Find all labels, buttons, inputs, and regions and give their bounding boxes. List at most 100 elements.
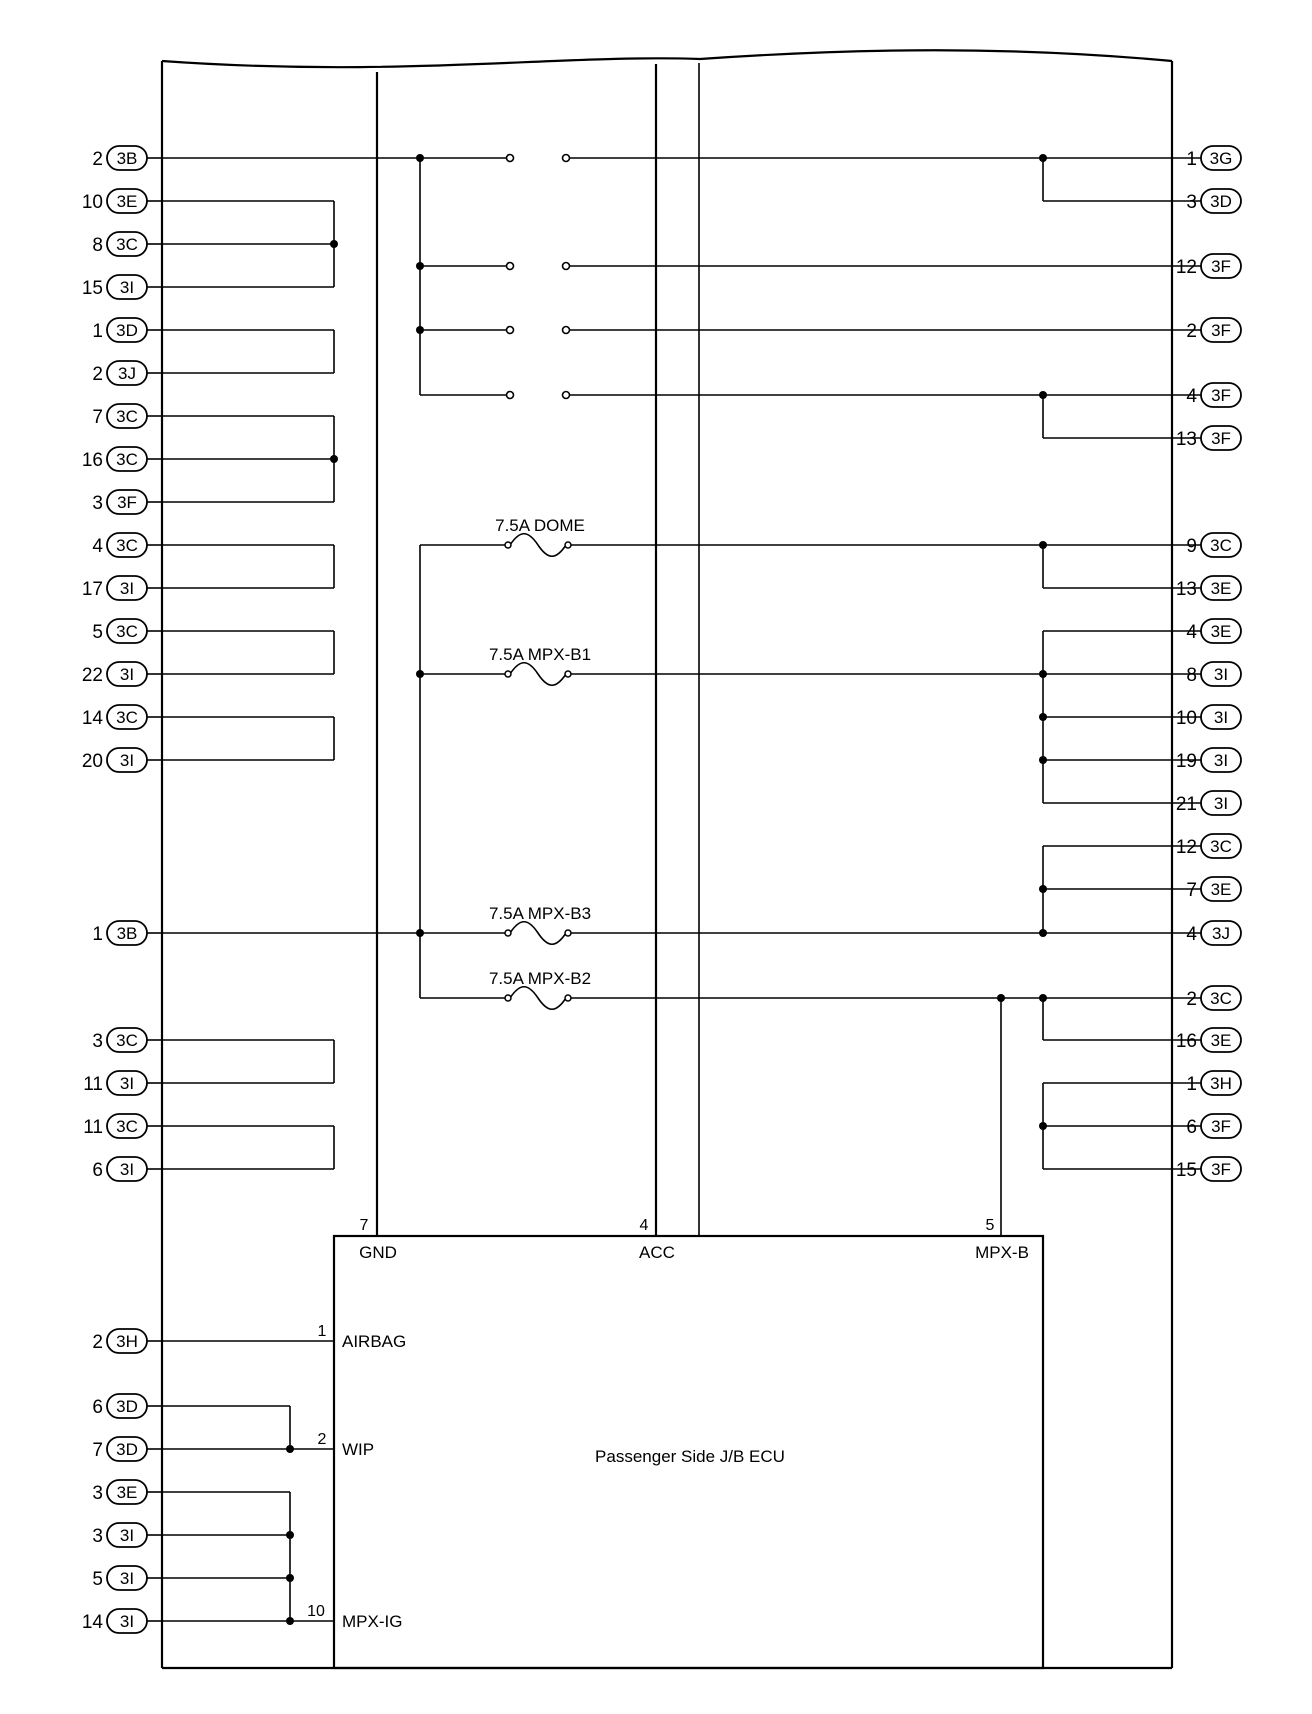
pin-number: 9	[1186, 536, 1197, 557]
connector-label: 3I 6	[92, 1156, 162, 1182]
pin-number: 5	[92, 1569, 103, 1590]
pin-number: 1	[92, 924, 103, 945]
terminal-number: 1	[318, 1323, 327, 1340]
connector-id: 3F	[1211, 429, 1231, 448]
connector-label: 3I 15	[82, 274, 162, 300]
terminal-label: WIP	[342, 1440, 374, 1459]
connector-id: 3C	[116, 708, 138, 727]
connector-label: 3H2	[92, 1328, 162, 1354]
connector-id: 3D	[1210, 192, 1232, 211]
connector-id: 3I	[1214, 751, 1228, 770]
connector-id: 3J	[118, 364, 136, 383]
pin-number: 21	[1176, 794, 1197, 815]
pin-number: 13	[1176, 579, 1197, 600]
connector-id: 3C	[1210, 536, 1232, 555]
connector-id: 3C	[1210, 837, 1232, 856]
pin-number: 7	[1186, 880, 1197, 901]
connector-label: 3I 19	[1172, 747, 1242, 773]
pin-number: 1	[1186, 149, 1197, 170]
connector-label: 3I3	[92, 1522, 162, 1548]
pin-number: 16	[82, 450, 103, 471]
connector-id: 3I	[120, 751, 134, 770]
fuse-label: 7.5A DOME	[495, 516, 585, 535]
pin-number: 12	[1176, 257, 1197, 278]
connector-id: 3C	[1210, 989, 1232, 1008]
pin-number: 2	[92, 1332, 103, 1353]
pin-number: 2	[92, 149, 103, 170]
connector-id: 3B	[117, 149, 138, 168]
terminal-number: 7	[360, 1217, 369, 1234]
terminal-number: 5	[986, 1217, 995, 1234]
connector-label: 3E3	[92, 1479, 162, 1505]
connector-label: 3C8	[92, 231, 162, 257]
connector-id: 3E	[117, 192, 138, 211]
connector-id: 3G	[1210, 149, 1233, 168]
right-wiring	[1042, 158, 1172, 1170]
connector-id: 3I	[120, 1160, 134, 1179]
connector-id: 3I	[120, 1526, 134, 1545]
connector-id: 3F	[1211, 386, 1231, 405]
connector-label: 3F 12	[1172, 253, 1242, 279]
terminal-label: MPX-B	[975, 1243, 1029, 1262]
connector-id: 3C	[116, 450, 138, 469]
pin-number: 7	[92, 1440, 103, 1461]
pin-number: 4	[92, 536, 103, 557]
connector-id: 3F	[117, 493, 137, 512]
connector-id: 3I	[120, 579, 134, 598]
pin-number: 15	[82, 278, 103, 299]
pin-number: 4	[1186, 386, 1197, 407]
connector-id: 3F	[1211, 1117, 1231, 1136]
pin-number: 19	[1176, 751, 1197, 772]
connector-id: 3E	[1211, 880, 1232, 899]
connector-id: 3C	[116, 536, 138, 555]
connector-id: 3B	[117, 924, 138, 943]
pin-number: 1	[1186, 1074, 1197, 1095]
pin-number: 8	[1186, 665, 1197, 686]
connector-label: 3C 5	[92, 618, 162, 644]
connector-id: 3J	[1212, 924, 1230, 943]
terminal-label: ACC	[639, 1243, 675, 1262]
connector-id: 3E	[117, 1483, 138, 1502]
connector-id: 3D	[116, 1440, 138, 1459]
fuse-mpx-b1: 7.5A MPX-B1	[489, 645, 591, 687]
connector-label: 3C3	[92, 1027, 162, 1053]
ecu-box: Passenger Side J/B ECU 7 GND 4 ACC 5 MPX…	[307, 1217, 1045, 1670]
connector-label: 3C 4	[92, 532, 162, 558]
connector-label: 3E 7	[1172, 876, 1242, 902]
pin-number: 6	[92, 1160, 103, 1181]
pin-number: 11	[83, 1074, 103, 1095]
connector-id: 3F	[1211, 257, 1231, 276]
pin-number: 10	[82, 192, 103, 213]
connector-id: 3C	[116, 622, 138, 641]
pin-number: 4	[1186, 622, 1197, 643]
connector-label: 3B 1	[92, 920, 162, 946]
pin-number: 14	[82, 1612, 104, 1633]
terminal-label: GND	[359, 1243, 397, 1262]
connector-label: 3E 10	[82, 188, 162, 214]
connector-id: 3C	[116, 235, 138, 254]
connector-id: 3I	[1214, 665, 1228, 684]
connector-label: 3C 9	[1172, 532, 1242, 558]
connector-id: 3I	[120, 278, 134, 297]
connector-label: 3D3	[1172, 188, 1242, 214]
connector-id: 3C	[116, 1031, 138, 1050]
connector-id: 3D	[116, 321, 138, 340]
connector-label: 3F 4	[1172, 382, 1242, 408]
connector-label: 3G 1	[1172, 145, 1242, 171]
fuse-mpx-b3: 7.5A MPX-B3	[489, 904, 591, 946]
connector-label: 3H1	[1172, 1070, 1242, 1096]
left-wiring	[162, 157, 508, 1622]
pin-number: 6	[92, 1397, 103, 1418]
pin-number: 7	[92, 407, 103, 428]
pin-number: 5	[92, 622, 103, 643]
switch-group	[419, 153, 1172, 400]
connector-id: 3C	[116, 407, 138, 426]
connector-label: 3C 16	[82, 446, 162, 472]
fuse-label: 7.5A MPX-B2	[489, 969, 591, 988]
